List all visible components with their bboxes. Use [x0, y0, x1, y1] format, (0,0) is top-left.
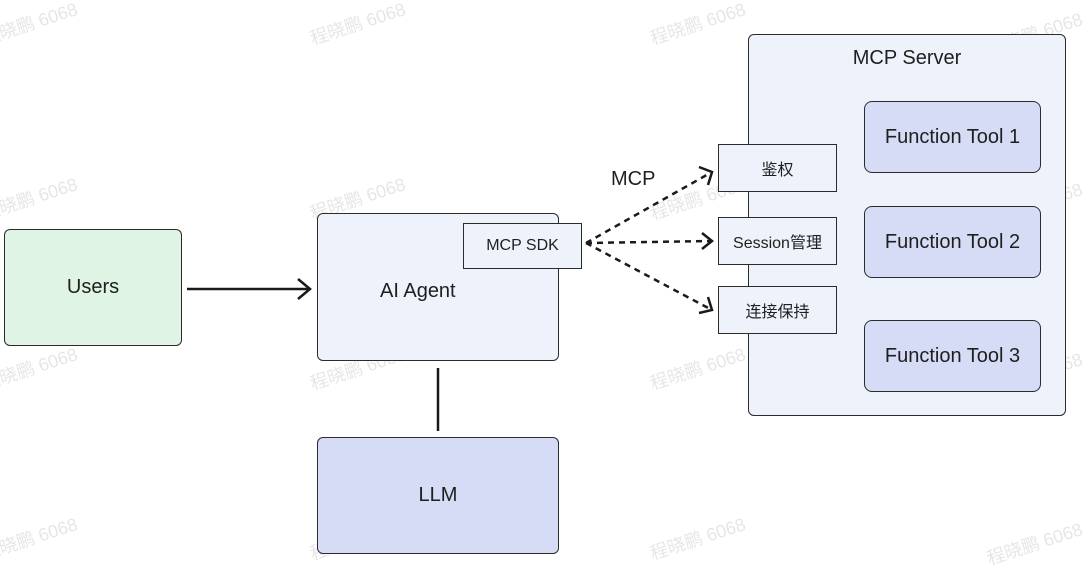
- session-management-label: Session管理: [733, 235, 822, 252]
- auth-label: 鉴权: [761, 162, 794, 179]
- llm-label: LLM: [418, 484, 458, 506]
- sdk-to-keepalive-arrowhead: [698, 296, 714, 315]
- sdk-to-session-arrow: [585, 239, 713, 245]
- mcp-edge-label: MCP: [611, 168, 656, 190]
- sdk-to-auth-arrowhead: [698, 165, 714, 186]
- sdk-to-session-arrowhead: [701, 232, 715, 250]
- function-tool-3-label: Function Tool 3: [884, 344, 1021, 367]
- auth-box: 鉴权: [718, 144, 837, 192]
- sdk-to-keepalive-arrow: [585, 241, 713, 312]
- connection-keepalive-box: 连接保持: [718, 286, 837, 334]
- connection-keepalive-label: 连接保持: [745, 304, 810, 321]
- function-tool-1-box: Function Tool 1: [864, 101, 1041, 173]
- llm-box: LLM: [317, 437, 559, 554]
- function-tool-3-box: Function Tool 3: [864, 320, 1041, 392]
- users-to-agent-arrowhead: [297, 278, 312, 300]
- mcp-sdk-box: MCP SDK: [463, 223, 582, 269]
- sdk-to-auth-arrow: [585, 170, 713, 245]
- function-tool-2-label: Function Tool 2: [884, 230, 1021, 253]
- session-management-box: Session管理: [718, 217, 837, 265]
- ai-agent-label: AI Agent: [380, 280, 456, 302]
- mcp-sdk-label: MCP SDK: [486, 237, 559, 254]
- mcp-server-title: MCP Server: [852, 47, 962, 69]
- users-label: Users: [66, 276, 120, 298]
- function-tool-1-label: Function Tool 1: [884, 125, 1021, 148]
- users-box: Users: [4, 229, 182, 346]
- function-tool-2-box: Function Tool 2: [864, 206, 1041, 278]
